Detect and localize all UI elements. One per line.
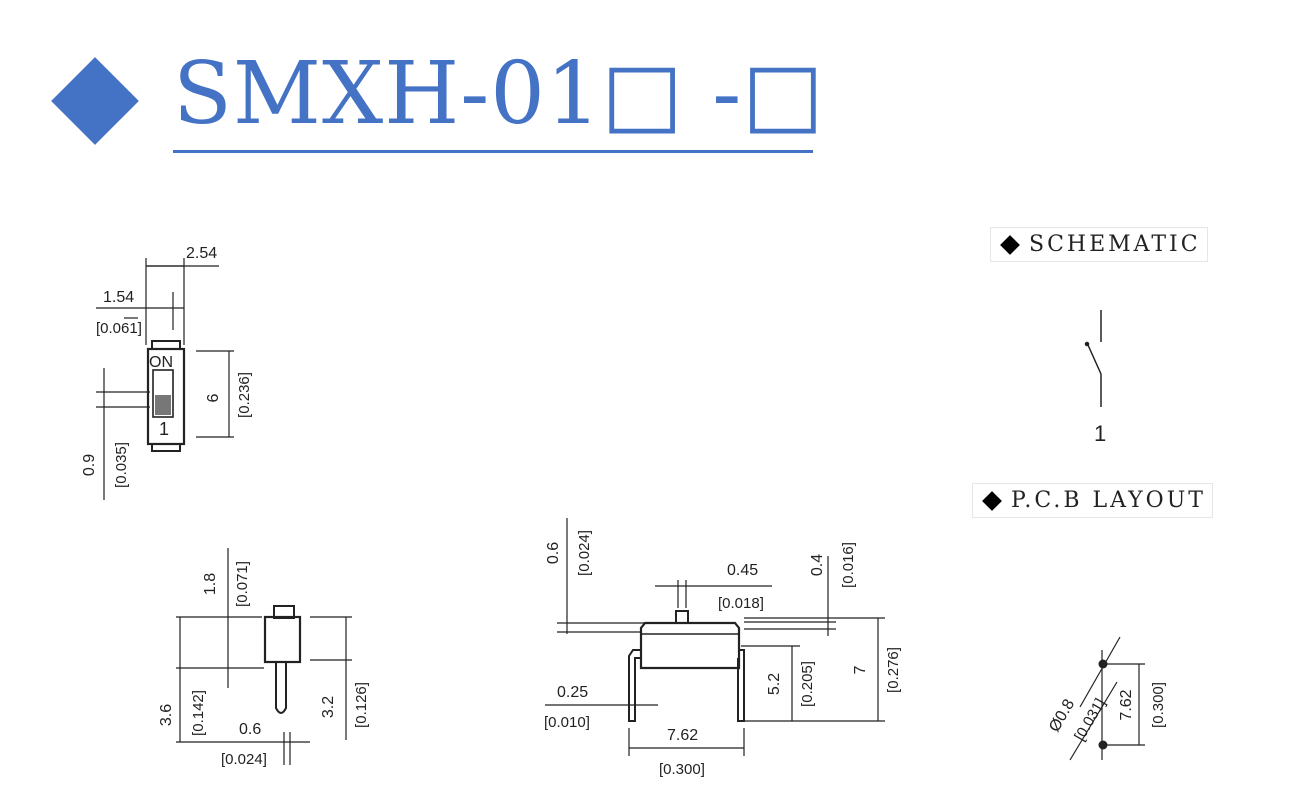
dim-front-act-h-in: [0.024] <box>576 530 593 576</box>
dim-side-actuator: 1.8 <box>202 573 219 595</box>
dim-side-body-in: [0.126] <box>353 682 370 728</box>
dim-front-act-w-in: [0.018] <box>718 595 764 612</box>
schematic-label-text: SCHEMATIC <box>1029 232 1201 257</box>
dim-top-pitch-in: [0.061] <box>96 320 142 337</box>
dim-front-gap: 0.4 <box>809 554 826 576</box>
top-view-slot <box>152 369 174 418</box>
dim-front-total-h-in: [0.276] <box>885 647 902 693</box>
page-title: SMXH-01□ -□ <box>173 44 825 144</box>
dim-front-pin-t: 0.25 <box>557 684 588 701</box>
dim-front-act-h: 0.6 <box>545 542 562 564</box>
side-view <box>176 548 352 765</box>
dim-pcb-pitch: 7.62 <box>1118 689 1135 720</box>
dim-front-total-h: 7 <box>852 665 869 674</box>
dim-front-body-h-in: [0.205] <box>799 661 816 707</box>
front-view-pin-right <box>737 649 745 722</box>
schematic-symbol <box>1084 310 1102 407</box>
dim-side-total: 3.6 <box>158 704 175 726</box>
dim-top-knob-in: [0.035] <box>113 442 130 488</box>
top-view-tab-top <box>151 340 181 350</box>
top-view-tab-bottom <box>151 443 181 452</box>
pcb-layout-section-label: P.C.B LAYOUT <box>972 483 1213 518</box>
schematic-section-label: SCHEMATIC <box>990 227 1208 262</box>
dim-pcb-hole-in: [0.031] <box>1071 696 1109 744</box>
side-view-body <box>263 615 302 664</box>
pcb-label-text: P.C.B LAYOUT <box>1011 488 1206 513</box>
dim-side-total-in: [0.142] <box>190 690 207 736</box>
dim-front-span: 7.62 <box>667 727 698 744</box>
dim-top-height-in: [0.236] <box>236 372 253 418</box>
dim-top-pitch: 1.54 <box>103 289 134 306</box>
dim-side-pin-in: [0.024] <box>221 751 267 768</box>
dim-top-height: 6 <box>205 393 222 402</box>
dim-side-actuator-in: [0.071] <box>234 561 251 607</box>
dim-front-span-in: [0.300] <box>659 761 705 778</box>
top-view-knob <box>155 395 171 415</box>
title-row: SMXH-01□ -□ <box>51 44 824 162</box>
top-view <box>96 258 234 500</box>
dim-front-pin-t-in: [0.010] <box>544 714 590 731</box>
front-view-pin-left <box>628 649 641 722</box>
dim-top-width: 2.54 <box>186 245 217 262</box>
dim-front-act-w: 0.45 <box>727 562 758 579</box>
front-view-actuator <box>675 610 689 624</box>
top-view-on-label: ON <box>149 354 173 371</box>
front-view-body <box>639 621 741 670</box>
dim-front-body-h: 5.2 <box>766 673 783 695</box>
dim-front-gap-in: [0.016] <box>840 542 857 588</box>
front-view <box>545 518 885 756</box>
dim-side-body: 3.2 <box>320 696 337 718</box>
top-view-pos-label: 1 <box>159 419 169 439</box>
dim-side-pin: 0.6 <box>239 721 261 738</box>
dim-top-knob: 0.9 <box>81 454 98 476</box>
pcb-hole-top <box>1098 659 1108 669</box>
dim-pcb-hole: Ø0.8 <box>1046 696 1078 735</box>
side-view-pin <box>275 662 287 714</box>
schematic-pin-label: 1 <box>1094 421 1106 446</box>
pcb-hole-bottom <box>1098 740 1108 750</box>
title-underline <box>173 150 813 153</box>
dim-pcb-pitch-in: [0.300] <box>1150 682 1167 728</box>
